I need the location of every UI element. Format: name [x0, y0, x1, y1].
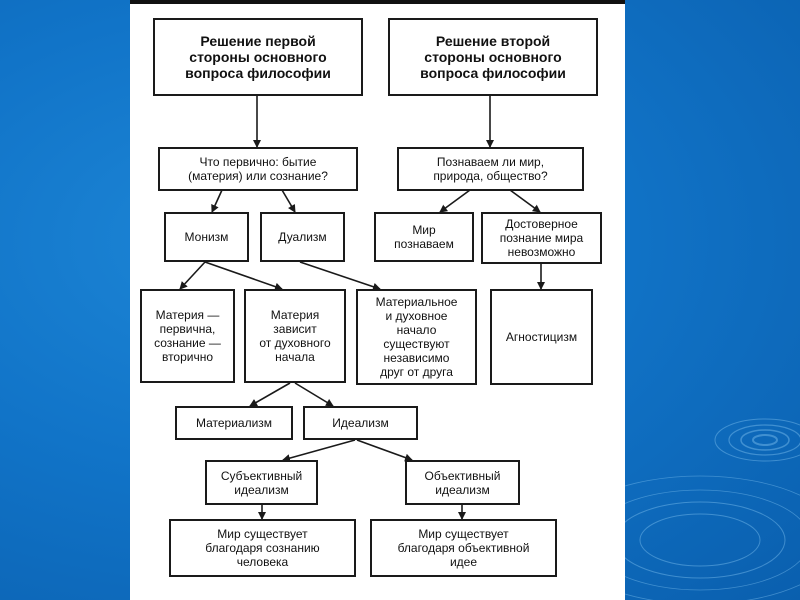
box-idealism: Идеализм: [303, 406, 418, 440]
box-world-by-consciousness: Мир существует благодаря сознанию челове…: [169, 519, 356, 577]
box-agnosticism: Агностицизм: [490, 289, 593, 385]
page-top-edge: [130, 0, 625, 6]
box-is-world-knowable: Познаваем ли мир, природа, общество?: [397, 147, 584, 191]
box-monism: Монизм: [164, 212, 249, 262]
box-materialism: Материализм: [175, 406, 293, 440]
box-what-is-primary: Что первично: бытие (материя) или сознан…: [158, 147, 358, 191]
box-second-side-decision: Решение второй стороны основного вопроса…: [388, 18, 598, 96]
box-subjective-idealism: Субъективный идеализм: [205, 460, 318, 505]
box-first-side-decision: Решение первой стороны основного вопроса…: [153, 18, 363, 96]
box-objective-idealism: Объективный идеализм: [405, 460, 520, 505]
box-world-knowable: Мир познаваем: [374, 212, 474, 262]
box-independent-origins: Материальное и духовное начало существую…: [356, 289, 477, 385]
box-dualism: Дуализм: [260, 212, 345, 262]
box-knowledge-impossible: Достоверное познание мира невозможно: [481, 212, 602, 264]
box-world-by-idea: Мир существует благодаря объективной иде…: [370, 519, 557, 577]
box-matter-depends: Материя зависит от духовного начала: [244, 289, 346, 383]
box-matter-primary: Материя — первична, сознание — вторично: [140, 289, 235, 383]
